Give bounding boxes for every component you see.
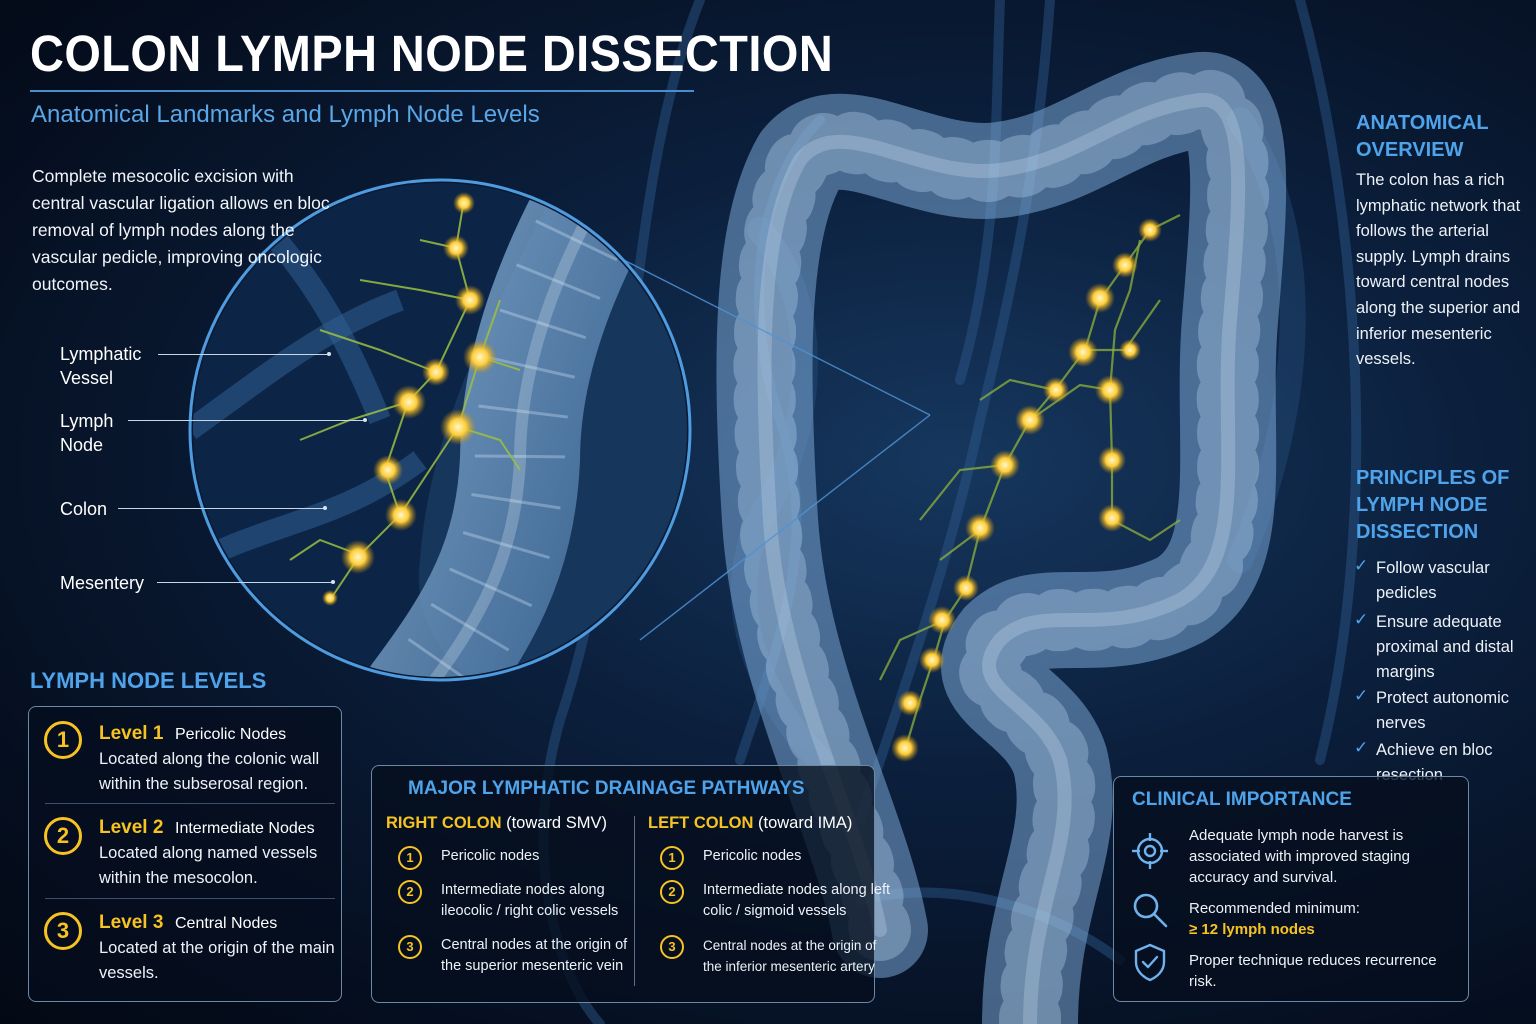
callout-pointer <box>327 352 331 356</box>
level-number-badge: 3 <box>44 912 82 950</box>
right-colon-direction: (toward SMV) <box>506 814 607 832</box>
level-type: Central Nodes <box>175 915 278 932</box>
overview-text: The colon has a rich lymphatic network t… <box>1356 171 1521 369</box>
clinical-text: Recommended minimum: ≥ 12 lymph nodes <box>1189 898 1459 940</box>
callout-pointer <box>331 580 335 584</box>
right-colon-heading: RIGHT COLON (toward SMV) <box>386 814 636 833</box>
level-type: Pericolic Nodes <box>175 726 287 743</box>
principles-heading: PRINCIPLES OF LYMPH NODE DISSECTION <box>1356 467 1510 543</box>
check-icon: ✓ <box>1354 610 1369 629</box>
pathway-number-badge: 3 <box>398 935 422 959</box>
callout-colon: Colon <box>60 499 108 519</box>
pathway-text: Central nodes at the origin of the infer… <box>703 938 877 974</box>
pathway-number-badge: 1 <box>660 846 684 870</box>
pathway-number-badge: 2 <box>398 880 422 904</box>
left-colon-column: LEFT COLON (toward IMA) 1 Pericolic node… <box>648 814 898 974</box>
drainage-pathways-panel: MAJOR LYMPHATIC DRAINAGE PATHWAYS RIGHT … <box>371 765 890 1003</box>
callout-line <box>158 354 328 355</box>
level-divider <box>45 898 335 899</box>
target-icon <box>1132 833 1168 869</box>
pathway-number-badge: 3 <box>660 935 684 959</box>
callout-line <box>128 420 364 421</box>
pathway-text: Pericolic nodes <box>703 848 802 864</box>
pathway-text: Intermediate nodes along ileocolic / rig… <box>441 882 619 919</box>
principle-text: Protect autonomic nerves <box>1376 689 1509 732</box>
pathway-text: Intermediate nodes along left colic / si… <box>703 882 891 919</box>
pathway-text: Central nodes at the origin of the super… <box>441 937 628 974</box>
pathway-text: Pericolic nodes <box>441 848 540 864</box>
principle-text: Ensure adequate proximal and distal marg… <box>1376 613 1514 681</box>
title-divider <box>30 90 694 92</box>
check-icon: ✓ <box>1354 556 1369 575</box>
principle-text: Follow vascular pedicles <box>1376 559 1490 602</box>
level-name: Level 1 <box>99 723 164 744</box>
callout-pointer <box>323 506 327 510</box>
lymph-node-minimum-highlight: ≥ 12 lymph nodes <box>1189 921 1315 938</box>
level-divider <box>45 803 335 804</box>
left-colon-heading: LEFT COLON (toward IMA) <box>648 814 898 833</box>
lymph-nodes-main <box>891 218 1162 762</box>
shield-check-icon <box>1134 943 1166 982</box>
callout-lymph-node: Lymph Node <box>60 411 114 455</box>
level-description: Located along the colonic wall within th… <box>99 750 320 793</box>
callout-mesentery: Mesentery <box>60 573 145 593</box>
clinical-importance-title: CLINICAL IMPORTANCE <box>1132 789 1352 810</box>
drainage-pathways-title: MAJOR LYMPHATIC DRAINAGE PATHWAYS <box>408 778 805 799</box>
pathways-column-divider <box>634 816 635 986</box>
callout-line <box>118 508 324 509</box>
check-icon: ✓ <box>1354 738 1369 757</box>
page-subtitle: Anatomical Landmarks and Lymph Node Leve… <box>31 101 540 128</box>
left-colon-name: LEFT COLON <box>648 814 754 832</box>
level-name: Level 3 <box>99 912 164 933</box>
check-icon: ✓ <box>1354 686 1369 705</box>
left-colon-direction: (toward IMA) <box>758 814 853 832</box>
right-colon-column: RIGHT COLON (toward SMV) 1 Pericolic nod… <box>386 814 636 974</box>
intro-text: Complete mesocolic excision with central… <box>32 166 330 294</box>
callout-lymphatic-vessel: Lymphatic Vessel <box>60 344 142 388</box>
level-description: Located along named vessels within the m… <box>99 844 318 887</box>
clinical-importance-panel: CLINICAL IMPORTANCE Adequate lymph node … <box>1113 776 1469 1002</box>
pathway-number-badge: 2 <box>660 880 684 904</box>
overview-heading: ANATOMICAL OVERVIEW <box>1356 112 1489 161</box>
level-number-badge: 1 <box>44 721 82 759</box>
callout-pointer <box>363 418 367 422</box>
level-number-badge: 2 <box>44 817 82 855</box>
callout-line <box>157 582 333 583</box>
clinical-text: Adequate lymph node harvest is associate… <box>1189 827 1410 886</box>
clinical-text-line: Recommended minimum: <box>1189 900 1360 917</box>
page-title: COLON LYMPH NODE DISSECTION <box>30 25 834 82</box>
magnifier-icon <box>1133 893 1168 928</box>
lymph-node-levels-heading: LYMPH NODE LEVELS <box>30 668 267 693</box>
level-name: Level 2 <box>99 817 164 838</box>
level-description: Located at the origin of the main vessel… <box>99 939 335 982</box>
pathway-number-badge: 1 <box>398 846 422 870</box>
lymph-node-levels-panel: 1 Level 1 Pericolic Nodes Located along … <box>28 706 342 1002</box>
right-colon-name: RIGHT COLON <box>386 814 502 832</box>
level-type: Intermediate Nodes <box>175 820 315 837</box>
clinical-text: Proper technique reduces recurrence risk… <box>1189 952 1437 990</box>
